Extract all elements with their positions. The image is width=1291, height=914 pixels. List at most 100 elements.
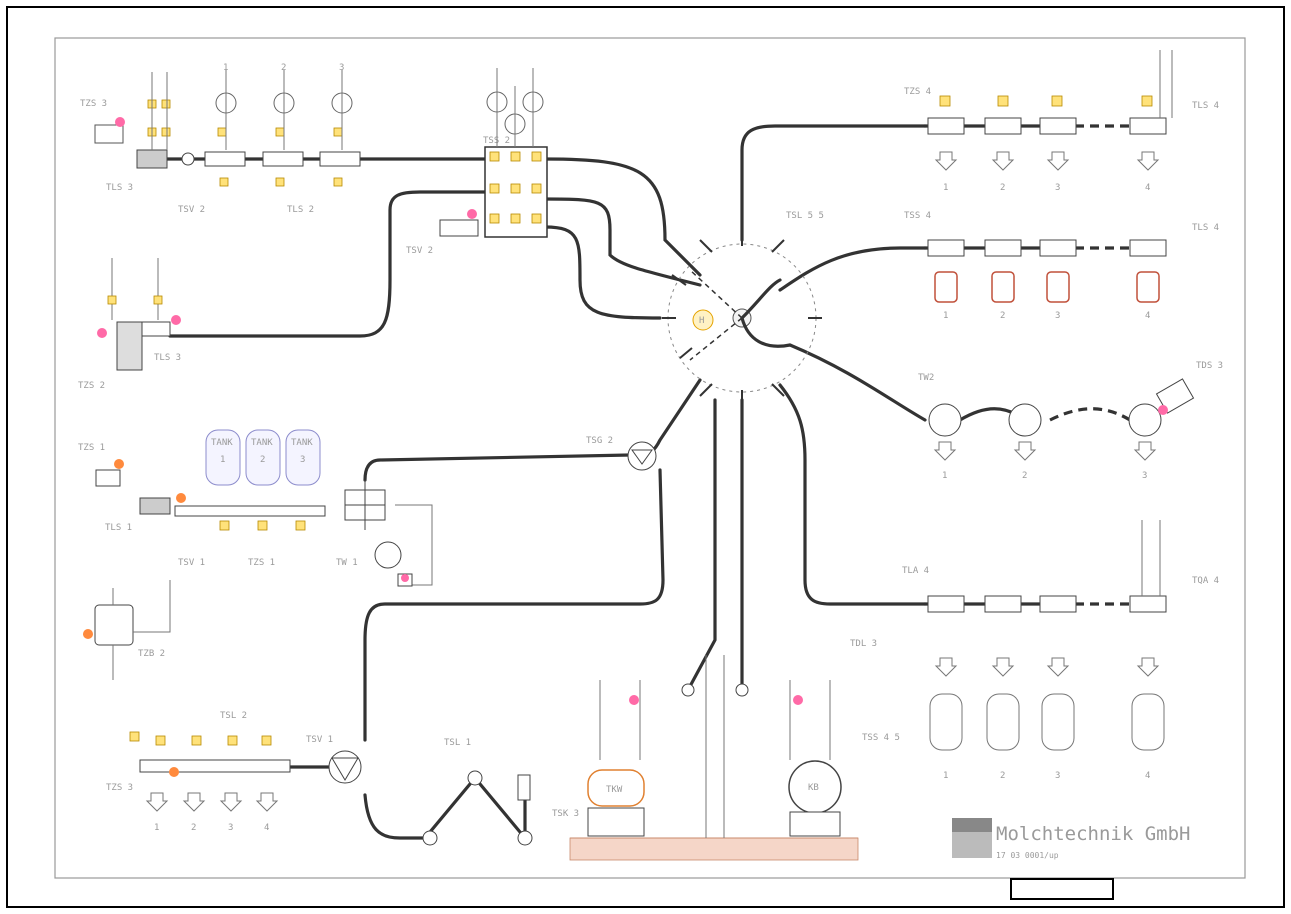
label-tqa: TQA 4 — [1192, 576, 1219, 586]
bin-label: 1 — [943, 311, 948, 321]
label-tw2: TW2 — [918, 373, 934, 383]
arrow-top-2 — [991, 151, 1015, 171]
drawing-number-box — [1010, 878, 1114, 900]
arrow-top-4 — [1136, 151, 1160, 171]
label-tss-vessels: TSS 4 5 — [862, 733, 900, 743]
tank-right-label: KB — [808, 783, 819, 793]
vessel-1 — [929, 693, 963, 751]
arrow-tw-label: 2 — [1022, 471, 1027, 481]
arrow-tw-3 — [1133, 441, 1157, 461]
pipe-right-top — [740, 124, 927, 242]
arrow-bottom-4 — [255, 792, 279, 812]
left-tank-group: TZS 1 TLS 1 TSV 1 TZS 1 TW 1 TSG 2 — [78, 429, 657, 587]
label-tls2: TLS 2 — [287, 205, 314, 215]
vessel-label: 4 — [1145, 771, 1150, 781]
arrow-top-label: 2 — [1000, 183, 1005, 193]
blue-tank-number: 3 — [300, 455, 305, 465]
right-bins-row: TSS 4 TLS 4 — [904, 211, 1219, 257]
arrow-top-label: 1 — [943, 183, 948, 193]
vessel-label: 2 — [1000, 771, 1005, 781]
label-tls3-left: TLS 3 — [154, 353, 181, 363]
arrow-bottom-label: 3 — [228, 823, 233, 833]
label-tsl2: TSL 2 — [220, 711, 247, 721]
pipe-tw-dash — [1049, 407, 1131, 422]
label-tdl: TDL 3 — [850, 639, 877, 649]
vessel-2 — [986, 693, 1020, 751]
arrow-groups: 1 2 3 4 1 2 3 1 2 3 4 — [145, 151, 1160, 833]
label-tzb2: TZB 2 — [138, 649, 165, 659]
top-tank-number: 1 — [223, 63, 228, 73]
arrow-tw-2 — [1013, 441, 1037, 461]
left-tanker: TKW — [587, 769, 645, 837]
arrow-bottom-1 — [145, 792, 169, 812]
bottom-left-row: TSL 2 TZS 3 TSV 1 TSL 1 TSK 3 — [106, 711, 579, 846]
pipe-right-3 — [788, 343, 927, 422]
right-lower-row: TLA 4 TQA 4 TSS 4 5 — [862, 520, 1219, 743]
arrow-low-4 — [1136, 657, 1160, 677]
label-tzs3: TZS 3 — [80, 99, 107, 109]
vessel-4 — [1131, 693, 1165, 751]
label-tls3: TLS 3 — [106, 183, 133, 193]
right-tanker: KB — [788, 760, 842, 837]
arrow-top-1 — [934, 151, 958, 171]
label-tsg: TSG 2 — [586, 436, 613, 446]
bin-2 — [991, 271, 1015, 303]
vessel-label: 3 — [1055, 771, 1060, 781]
label-tls4: TLS 4 — [1192, 101, 1219, 111]
blue-tank-label: TANK — [251, 438, 273, 448]
blue-tank-label: TANK — [291, 438, 313, 448]
top-tank-number: 2 — [281, 63, 286, 73]
bin-1 — [934, 271, 958, 303]
bin-3 — [1046, 271, 1070, 303]
hub-center-label: H — [699, 316, 704, 326]
arrow-top-label: 3 — [1055, 183, 1060, 193]
arrow-low-2 — [991, 657, 1015, 677]
label-tzs-mid: TZS 3 — [106, 783, 133, 793]
arrow-bottom-label: 2 — [191, 823, 196, 833]
drawing-border — [54, 37, 1246, 879]
label-tds: TDS 3 — [1196, 361, 1223, 371]
arrow-low-3 — [1046, 657, 1070, 677]
outer-frame — [6, 6, 1285, 908]
arrow-top-3 — [1046, 151, 1070, 171]
label-tzs1: TZS 1 — [78, 443, 105, 453]
arrow-low-1 — [934, 657, 958, 677]
label-tla: TLA 4 — [902, 566, 929, 576]
label-tls4b: TLS 4 — [1192, 223, 1219, 233]
central-hub: H TSL 5 5 — [662, 211, 824, 404]
right-tw-row: TW2 TDS 3 — [918, 361, 1223, 437]
arrow-top-label: 4 — [1145, 183, 1150, 193]
vessel-label: 1 — [943, 771, 948, 781]
bin-label: 2 — [1000, 311, 1005, 321]
brand-ref: 17 03 0001/up — [996, 851, 1059, 860]
label-tls1: TLS 1 — [105, 523, 132, 533]
pipe-to-hub-1 — [543, 157, 702, 277]
left-middle-group: TLS 3 TZS 2 — [78, 258, 181, 391]
label-tsk3: TSK 3 — [552, 809, 579, 819]
pipe-bottom-zigzag — [363, 775, 527, 843]
tank-left-label: TKW — [606, 785, 623, 795]
arrow-tw-label: 1 — [942, 471, 947, 481]
arrow-tw-1 — [933, 441, 957, 461]
pipe-to-hub-3 — [543, 225, 662, 320]
label-tsv2: TSV 2 — [178, 205, 205, 215]
pipe-mid-left — [168, 190, 492, 338]
label-tsv1: TSV 1 — [178, 558, 205, 568]
bin-label: 3 — [1055, 311, 1060, 321]
label-tzs4: TZS 4 — [904, 87, 931, 97]
label-tw1: TW 1 — [336, 558, 358, 568]
blue-tank-label: TANK — [211, 438, 233, 448]
brand-block: Molchtechnik GmbH 17 03 0001/up — [952, 818, 1190, 860]
blue-tanks — [205, 429, 321, 486]
top-tank-number: 3 — [339, 63, 344, 73]
blue-tank-number: 2 — [260, 455, 265, 465]
manifold-tss: TSS 2 TSV 2 — [406, 68, 548, 256]
label-tss4: TSS 4 — [904, 211, 931, 221]
label-tzs1b: TZS 1 — [248, 558, 275, 568]
label-tsv2-right: TSV 2 — [406, 246, 433, 256]
pipe-loop-down — [363, 468, 665, 742]
pipe-network — [148, 124, 1131, 843]
pipe-right-2 — [778, 246, 927, 292]
top-left-group: TZS 3 TLS 3 TSV 2 TLS 2 — [80, 70, 361, 215]
